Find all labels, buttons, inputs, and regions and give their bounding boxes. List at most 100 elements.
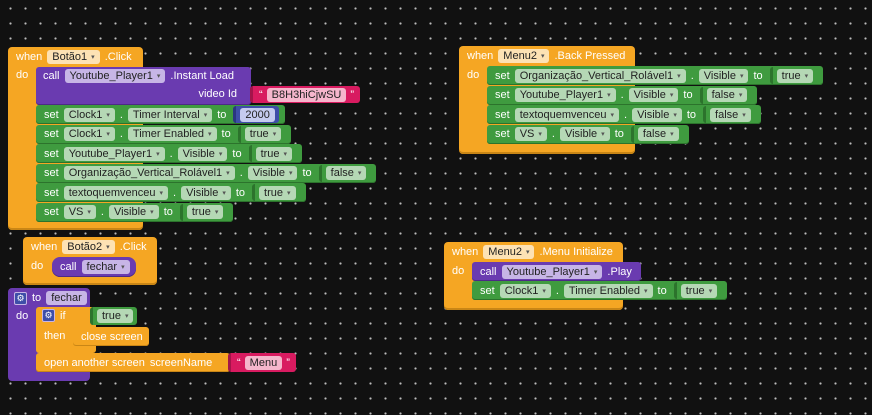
set-property-block[interactable]: set Organização_Vertical_Rolável1▾ . Vis… [36,163,377,183]
boolean-dropdown[interactable]: false▾ [637,127,679,142]
set-property-block[interactable]: set Youtube_Player1▾ . Visible▾ to false… [487,85,758,105]
number-block[interactable]: 2000 [233,106,279,123]
method-name: .Instant Load [170,70,235,82]
boolean-block[interactable]: true▾ [179,203,228,221]
property-dropdown[interactable]: Timer Enabled▾ [563,283,653,298]
component-dropdown[interactable]: textoquemvenceu▾ [514,107,620,122]
boolean-dropdown[interactable]: true▾ [259,185,296,200]
boolean-dropdown[interactable]: true▾ [244,127,282,141]
set-property-block[interactable]: set Organização_Vertical_Rolável1▾ . Vis… [487,66,824,85]
chevron-down-icon: ▾ [156,73,161,80]
boolean-block[interactable]: true▾ [673,282,722,299]
text-block[interactable]: “Menu” [228,353,296,372]
close-screen-block[interactable]: close screen [73,327,149,346]
component-dropdown[interactable]: Youtube_Player1▾ [63,146,165,161]
to-label: to [753,69,763,82]
boolean-block[interactable]: false▾ [630,125,683,143]
number-field[interactable]: 2000 [240,107,275,122]
boolean-block[interactable]: true▾ [252,184,300,201]
property-dropdown[interactable]: Visible▾ [559,127,610,142]
dot-label: . [239,167,243,179]
boolean-dropdown[interactable]: false▾ [706,88,748,103]
component-dropdown[interactable]: VS▾ [63,205,96,219]
dot-label: . [100,206,104,218]
boolean-block[interactable]: false▾ [699,86,752,104]
set-property-block[interactable]: set Clock1▾ . Timer Interval▾ to 2000 [36,105,285,124]
component-dropdown[interactable]: textoquemvenceu▾ [63,185,169,200]
to-label: to [657,284,667,297]
boolean-block[interactable]: true▾ [248,145,297,162]
boolean-block[interactable]: true▾ [769,67,818,84]
boolean-dropdown[interactable]: true▾ [776,68,814,83]
property-dropdown[interactable]: Timer Enabled▾ [127,127,217,141]
call-fechar-block[interactable]: call fechar▾ [52,257,136,277]
when-label: when [31,241,58,253]
boolean-dropdown[interactable]: true▾ [97,309,134,323]
property-dropdown[interactable]: Visible▾ [628,88,679,103]
dot-label: . [624,108,628,121]
event-name: .Back Pressed [554,50,626,62]
procedure-dropdown[interactable]: fechar▾ [81,260,130,274]
chevron-down-icon: ▾ [272,131,277,138]
component-dropdown[interactable]: Botão2▾ [62,240,115,254]
chevron-down-icon: ▾ [538,131,542,139]
boolean-dropdown[interactable]: false▾ [710,107,751,122]
to-label: to [686,108,697,121]
procedure-name-field[interactable]: fechar [46,291,87,305]
set-property-block[interactable]: set Clock1▾ . Timer Enabled▾ to true▾ [472,281,728,300]
set-property-block[interactable]: set textoquemvenceu▾ . Visible▾ to true▾ [36,183,306,202]
boolean-block[interactable]: false▾ [318,164,371,182]
set-property-block[interactable]: set VS▾ . Visible▾ to true▾ [36,202,234,222]
component-dropdown[interactable]: VS▾ [514,127,547,142]
set-property-block[interactable]: set textoquemvenceu▾ . Visible▾ to false… [487,105,761,125]
boolean-dropdown[interactable]: true▾ [255,146,293,161]
boolean-dropdown[interactable]: true▾ [186,205,224,219]
boolean-block[interactable]: false▾ [703,106,755,124]
component-dropdown[interactable]: Botão1▾ [47,50,100,64]
to-label: to [232,147,242,160]
boolean-dropdown[interactable]: true▾ [680,283,718,298]
text-value[interactable]: B8H3hiCjwSU [266,87,347,102]
component-dropdown[interactable]: Clock1▾ [63,107,115,122]
component-dropdown[interactable]: Youtube_Player1▾ [64,69,166,83]
call-play-block[interactable]: call Youtube_Player1▾ .Play [472,262,641,281]
chevron-down-icon: ▾ [708,287,713,295]
quote: ” [286,356,290,369]
component-dropdown[interactable]: Clock1▾ [499,283,551,298]
call-instant-load-block[interactable]: call Youtube_Player1▾ .Instant Load vide… [36,67,361,105]
set-property-block[interactable]: set Clock1▾ . Timer Enabled▾ to true▾ [36,124,292,144]
property-dropdown[interactable]: Visible▾ [247,166,298,180]
set-property-block[interactable]: set VS▾ . Visible▾ to false▾ [487,124,689,144]
text-block[interactable]: “B8H3hiCjwSU” [250,86,361,103]
set-property-block[interactable]: set Youtube_Player1▾ . Visible▾ to true▾ [36,144,303,163]
property-dropdown[interactable]: Visible▾ [181,185,231,200]
boolean-block[interactable]: true▾ [90,307,138,325]
property-dropdown[interactable]: Visible▾ [698,68,749,83]
dot-label: . [620,89,624,102]
property-dropdown[interactable]: Visible▾ [177,146,228,161]
chevron-down-icon: ▾ [525,249,530,256]
component-dropdown[interactable]: Clock1▾ [63,127,115,141]
property-dropdown[interactable]: Visible▾ [632,107,682,122]
chevron-down-icon: ▾ [607,92,611,100]
component-dropdown[interactable]: Youtube_Player1▾ [514,88,616,103]
boolean-block[interactable]: true▾ [237,125,286,143]
open-another-screen-block[interactable]: open another screen screenName [36,353,230,372]
call-label: call [60,261,77,273]
component-dropdown[interactable]: Menu2▾ [483,245,535,259]
if-label: if [60,309,66,322]
component-dropdown[interactable]: Menu2▾ [498,49,550,63]
text-value[interactable]: Menu [244,355,283,370]
gear-icon[interactable]: ⚙ [42,309,55,322]
gear-icon[interactable]: ⚙ [14,291,27,305]
chevron-down-icon: ▾ [218,150,223,158]
boolean-dropdown[interactable]: false▾ [325,166,367,180]
chevron-down-icon: ▾ [610,111,615,119]
component-dropdown[interactable]: Organização_Vertical_Rolável1▾ [514,68,686,83]
component-dropdown[interactable]: Organização_Vertical_Rolável1▾ [63,166,235,180]
property-dropdown[interactable]: Timer Interval▾ [127,107,213,122]
method-name: .Play [607,265,632,278]
chevron-down-icon: ▾ [287,189,291,197]
property-dropdown[interactable]: Visible▾ [108,205,159,219]
component-dropdown[interactable]: Youtube_Player1▾ [501,264,603,279]
